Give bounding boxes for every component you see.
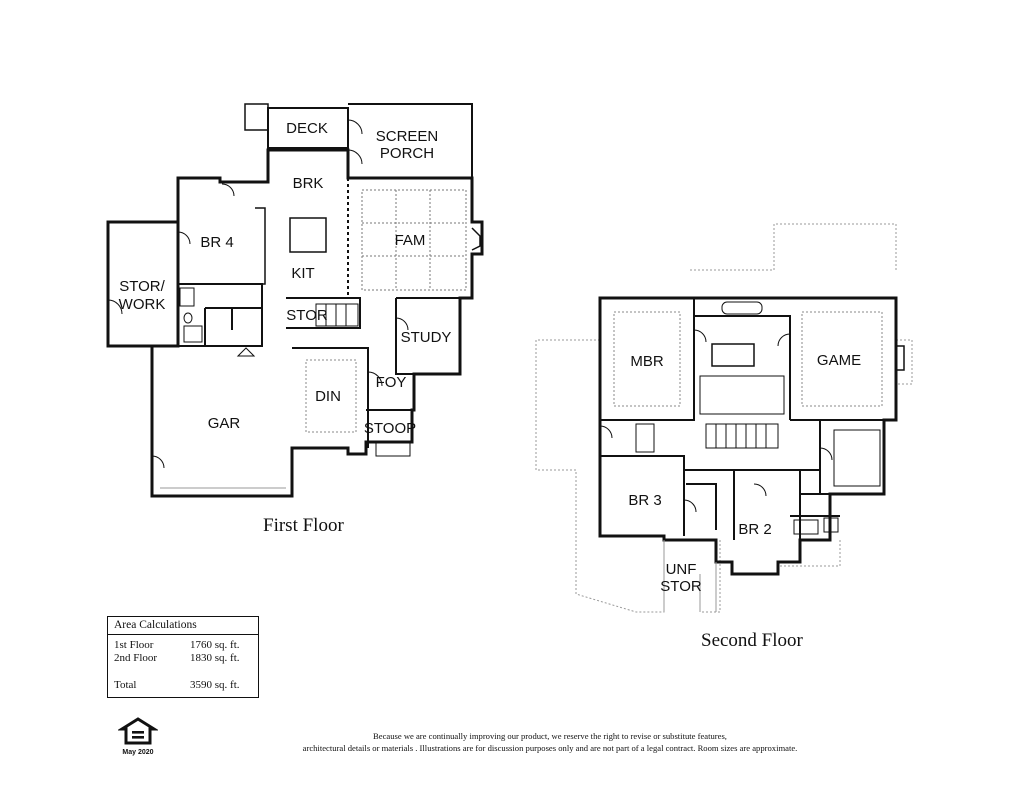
- deck-outline: [267, 107, 349, 149]
- area-divider: [108, 634, 258, 635]
- room-label-stor-work-2: WORK: [119, 296, 166, 313]
- bath2-tub: [793, 519, 819, 535]
- room-label-foy: FOY: [376, 374, 407, 391]
- first-floor-outer-wall: [150, 148, 484, 498]
- second-floor-doors: [599, 329, 833, 513]
- room-label-stor-work-1: STOR/: [119, 278, 165, 295]
- area-calculations-title: Area Calculations: [114, 619, 197, 631]
- area-row-value: 3590 sq. ft.: [190, 679, 240, 691]
- stor-work-outline: [106, 220, 178, 348]
- fireplace: [471, 227, 481, 251]
- equal-housing-icon: [118, 717, 158, 745]
- interior-wall-din: [292, 347, 369, 448]
- area-row: Total 3590 sq. ft.: [114, 679, 254, 692]
- game-tray-ceiling: [801, 311, 883, 407]
- interior-wall-bath: [204, 307, 262, 346]
- area-row-label: 2nd Floor: [114, 652, 158, 664]
- room-label-game: GAME: [817, 352, 861, 369]
- laundry-box: [183, 325, 203, 343]
- area-row-value: 1830 sq. ft.: [190, 652, 240, 664]
- bath-tub-br4: [179, 287, 195, 307]
- room-label-stor: STOR: [286, 307, 328, 324]
- mbath-tub: [721, 301, 763, 315]
- mbr-tray-ceiling: [613, 311, 681, 407]
- area-row-value: 1760 sq. ft.: [190, 639, 240, 651]
- fireplace-game: [895, 345, 905, 371]
- area-row: 1st Floor 1760 sq. ft.: [114, 639, 254, 652]
- second-floor-stairs: [705, 423, 779, 449]
- unf-stor-outline: [663, 540, 717, 612]
- room-label-gar: GAR: [208, 415, 241, 432]
- second-floor-dashed-roofline: [535, 223, 913, 613]
- area-row-label: Total: [114, 679, 137, 691]
- room-label-brk: BRK: [293, 175, 324, 192]
- interior-wall-br4: [178, 283, 263, 347]
- first-floor-plan: [106, 103, 484, 498]
- room-label-unf-2: STOR: [660, 578, 702, 595]
- interior-wall-bath2: [790, 493, 840, 517]
- area-row: 2nd Floor 1830 sq. ft.: [114, 652, 254, 665]
- mbath-closet: [699, 375, 785, 415]
- room-label-fam: FAM: [395, 232, 426, 249]
- second-floor-plan: [598, 296, 905, 612]
- din-tray-ceiling: [305, 359, 357, 433]
- room-label-deck: DECK: [286, 120, 328, 137]
- interior-wall-mbr: [600, 298, 695, 421]
- room-label-din: DIN: [315, 388, 341, 405]
- interior-wall-kit-counter: [255, 207, 266, 285]
- room-label-br2: BR 2: [738, 521, 771, 538]
- bath2-box: [823, 517, 839, 533]
- legal-disclaimer: Because we are continually improving our…: [230, 730, 870, 754]
- interior-wall-study: [395, 297, 460, 375]
- room-label-mbr: MBR: [630, 353, 664, 370]
- room-label-br3: BR 3: [628, 492, 661, 509]
- bath3-tub: [635, 423, 655, 453]
- room-label-screen-porch-2: PORCH: [380, 145, 434, 162]
- equal-housing-logo: May 2020: [118, 717, 170, 761]
- room-label-kit: KIT: [291, 265, 314, 282]
- disclaimer-line-2: architectural details or materials . Ill…: [302, 743, 798, 753]
- first-floor-stairs: [315, 303, 359, 327]
- room-label-unf-1: UNF: [666, 561, 697, 578]
- toilet-br4: [183, 312, 193, 324]
- interior-wall-br3: [600, 455, 685, 536]
- room-label-stoop: STOOP: [364, 420, 416, 437]
- interior-wall-br3-bath: [686, 483, 717, 530]
- room-label-br4: BR 4: [200, 234, 233, 251]
- disclaimer-line-1: Because we are continually improving our…: [373, 731, 727, 741]
- laundry-unit: [833, 429, 881, 487]
- second-floor-title: Second Floor: [701, 630, 803, 651]
- area-calculations-table: Area Calculations 1st Floor 1760 sq. ft.…: [107, 616, 259, 698]
- stoop-step: [375, 441, 411, 457]
- interior-wall-br2: [733, 470, 801, 540]
- plan-date: May 2020: [122, 749, 154, 756]
- first-floor-doors: [107, 119, 409, 469]
- interior-wall-mbath: [694, 315, 791, 420]
- interior-wall-stor: [286, 297, 361, 329]
- area-row-label: 1st Floor: [114, 639, 154, 651]
- deck-steps: [244, 103, 269, 131]
- garage-entry-triangle: [236, 347, 256, 357]
- fam-coffered-ceiling: [361, 189, 467, 291]
- interior-wall-kit-island: [289, 217, 327, 253]
- room-label-screen-porch-1: SCREEN: [376, 128, 439, 145]
- first-floor-title: First Floor: [263, 515, 344, 536]
- mbath-shower: [711, 343, 755, 367]
- room-label-study: STUDY: [401, 329, 452, 346]
